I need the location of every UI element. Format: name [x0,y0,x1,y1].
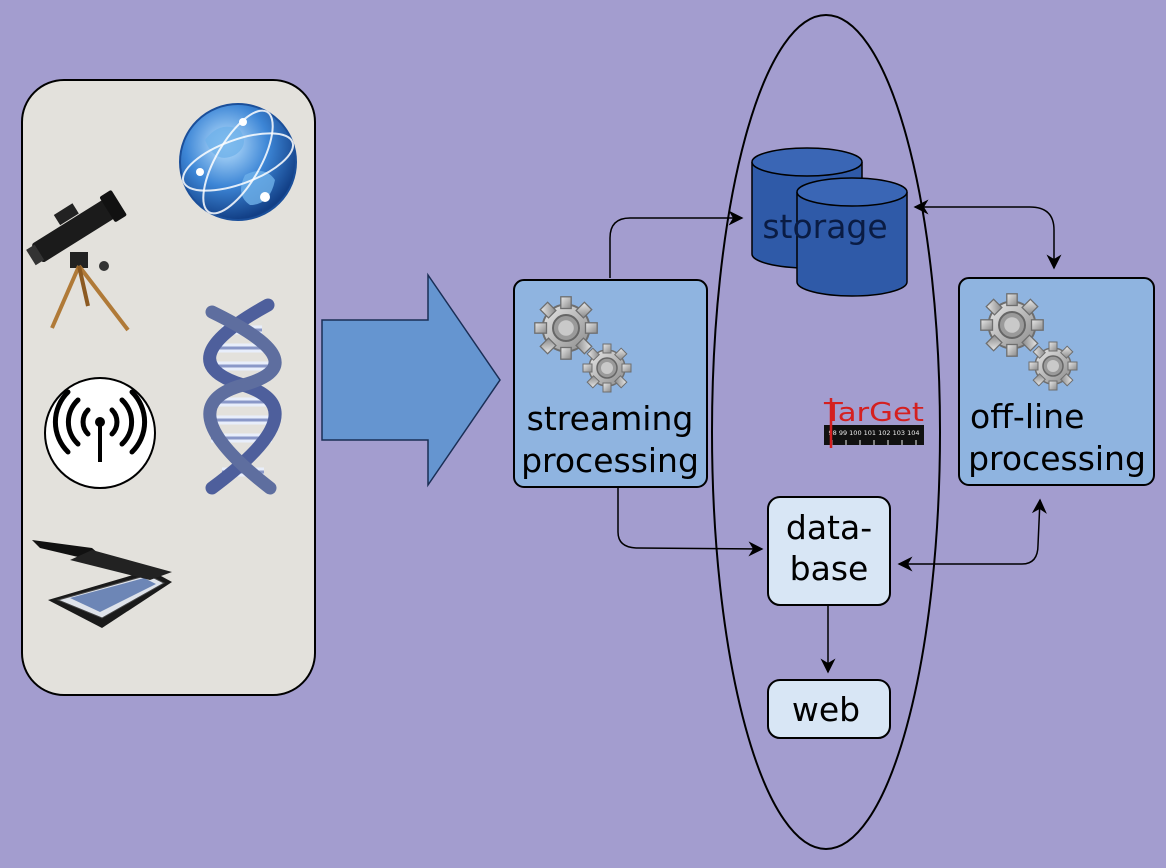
target-logo-text: TarGet [823,398,924,428]
svg-text:processing: processing [521,441,699,480]
database-line1: data- [786,508,872,547]
streaming-line1: streaming [527,399,694,438]
offline-line1: off-line [970,397,1084,436]
web-node: web [767,679,891,739]
streaming-line2: processing [521,441,699,480]
sources-panel [21,79,316,696]
web-label: web [792,690,860,729]
edge-database-offline [897,498,1047,572]
database-line2: base [790,549,869,588]
edges [609,199,1062,674]
edge-streaming-storage [609,210,744,278]
target-logo: 98 99 100 101 102 103 104 TarGet [823,398,924,448]
svg-text:streaming: streaming [527,399,694,438]
svg-text:off-line: off-line [970,397,1084,436]
storage-node: storage [751,147,908,297]
storage-label: storage [762,207,887,246]
streaming-processing-node: streaming processing [513,279,708,488]
core-ellipse [711,14,941,850]
input-flow-arrow [321,272,501,488]
edge-streaming-database [617,488,764,557]
database-node: data- base [767,496,891,606]
offline-line2: processing [968,439,1146,478]
edge-storage-offline [913,199,1062,270]
globe-icon [179,103,297,221]
antenna-icon [44,377,156,489]
scanner-icon [32,540,172,628]
target-ruler-numbers: 98 99 100 101 102 103 104 [829,429,920,437]
svg-text:processing: processing [968,439,1146,478]
svg-text:data-: data- [786,508,872,547]
dna-icon [203,298,282,495]
svg-text:base: base [790,549,869,588]
offline-processing-node: off-line processing [958,277,1155,486]
telescope-icon [26,190,130,332]
